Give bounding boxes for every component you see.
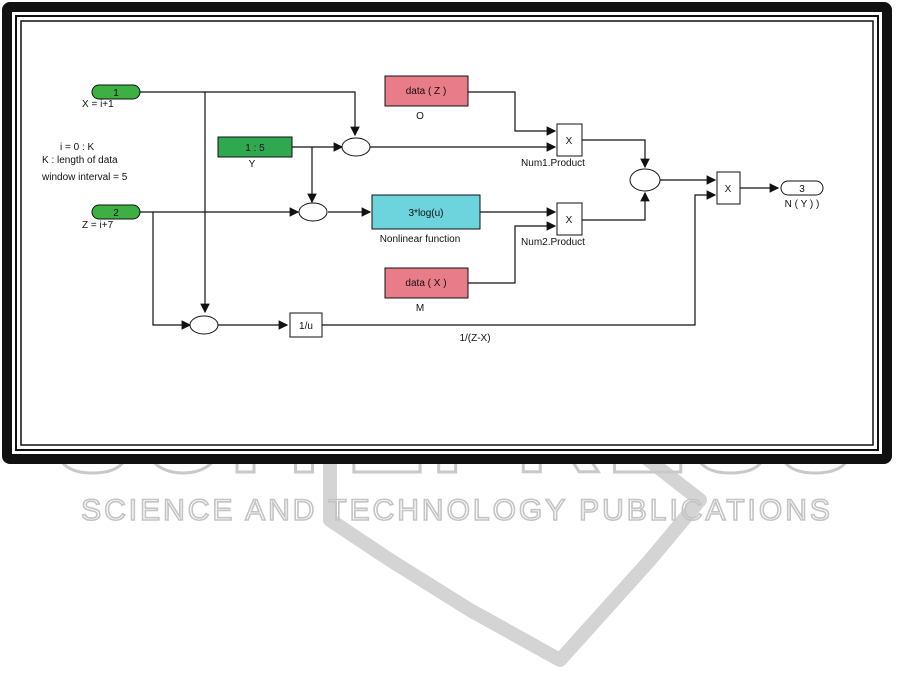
reciprocal-text: 1/u: [299, 321, 313, 332]
product-block-2[interactable]: X: [557, 203, 582, 235]
nonlinear-function-label: Nonlinear function: [380, 234, 461, 245]
sum-block-1[interactable]: [342, 138, 370, 156]
watermark-sub-text: SCIENCE AND TECHNOLOGY PUBLICATIONS: [81, 494, 833, 527]
data-z-block[interactable]: data ( Z ): [385, 76, 468, 106]
annotation-line-1: i = 0 : K: [60, 142, 95, 153]
product-2-symbol: X: [566, 215, 573, 226]
inport-1-number: 1: [113, 88, 119, 99]
product-2-label: Num2.Product: [521, 237, 585, 248]
reciprocal-block[interactable]: 1/u: [290, 313, 322, 337]
inport-1[interactable]: 1: [92, 85, 140, 99]
outport-number: 3: [799, 184, 805, 195]
nonlinear-function-text: 3*log(u): [408, 208, 443, 219]
data-x-label: M: [416, 303, 424, 314]
outport-label: N ( Y ) ): [785, 199, 820, 210]
product-1-symbol: X: [566, 136, 573, 147]
sum-block-2[interactable]: [299, 203, 327, 221]
sum-block-4[interactable]: [630, 169, 660, 191]
inport-1-label: X = i+1: [82, 99, 114, 110]
inport-2[interactable]: 2: [92, 205, 140, 219]
data-x-text: data ( X ): [405, 278, 446, 289]
product-3-symbol: X: [725, 184, 732, 195]
annotation-line-3: window interval = 5: [41, 172, 128, 183]
product-block-3[interactable]: X: [717, 172, 740, 204]
data-x-block[interactable]: data ( X ): [385, 268, 468, 298]
reciprocal-signal-label: 1/(Z-X): [459, 333, 490, 344]
constant-block[interactable]: 1 : 5: [218, 137, 292, 157]
constant-value: 1 : 5: [245, 143, 265, 154]
outport[interactable]: 3: [781, 181, 823, 195]
sum-block-3[interactable]: [190, 316, 218, 334]
product-1-label: Num1.Product: [521, 158, 585, 169]
nonlinear-function-block[interactable]: 3*log(u): [372, 195, 480, 229]
inport-2-number: 2: [113, 208, 119, 219]
constant-label: Y: [249, 159, 256, 170]
product-block-1[interactable]: X: [557, 124, 582, 156]
diagram-frame: 1 X = i+1 i = 0 : K K : length of data w…: [0, 0, 914, 470]
annotation-line-2: K : length of data: [42, 155, 118, 166]
data-z-label: O: [416, 111, 424, 122]
inport-2-label: Z = i+7: [82, 220, 114, 231]
data-z-text: data ( Z ): [406, 86, 447, 97]
